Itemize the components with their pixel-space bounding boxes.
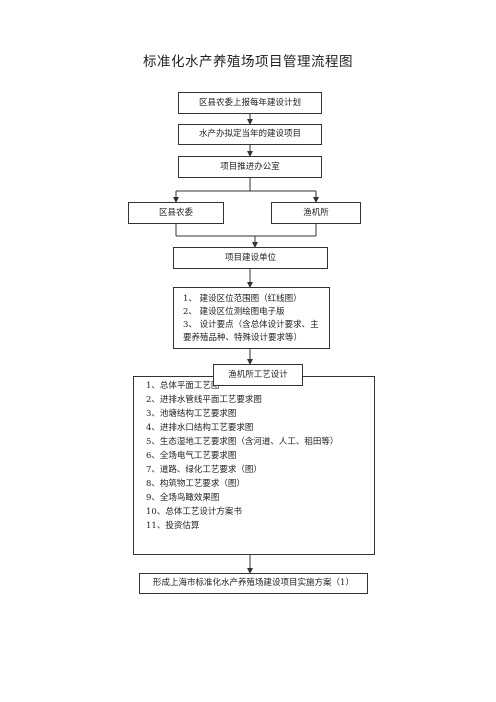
unit-requirements-box: 1、 建设区位范围图（红线图） 2、 建设区位测绘图电子版 3、 设计要点（含总… — [173, 287, 330, 349]
design-item: 3、池塘结构工艺要求图 — [146, 409, 237, 419]
step-report-label: 区县农委上报每年建设计划 — [198, 97, 301, 108]
design-item: 11、投资估算 — [146, 521, 200, 531]
step-county-label: 区县农委 — [158, 207, 193, 218]
design-item: 5、生态湿地工艺要求图（含河道、人工、稻田等） — [146, 437, 339, 447]
design-item: 7、道路、绿化工艺要求（图） — [146, 465, 262, 475]
step-office-box: 项目推进办公室 — [178, 156, 322, 178]
step-fishery-box: 渔机所 — [271, 202, 361, 224]
design-items-box: 1、总体平面工艺图 2、进排水管线平面工艺要求图 3、池塘结构工艺要求图 4、进… — [133, 376, 375, 555]
step-plan-label: 水产办拟定当年的建设项目 — [198, 129, 301, 140]
step-plan-box: 水产办拟定当年的建设项目 — [178, 124, 322, 145]
design-item: 8、构筑物工艺要求（图） — [146, 479, 245, 489]
step-fishery-label: 渔机所 — [303, 207, 329, 218]
unit-requirement-item: 2、 建设区位测绘图电子版 — [183, 307, 285, 317]
design-item: 1、总体平面工艺图 — [146, 381, 220, 391]
design-item: 9、全场鸟瞰效果图 — [146, 493, 220, 503]
unit-requirement-item: 1、 建设区位范围图（红线图） — [183, 294, 302, 304]
unit-requirement-item: 3、 设计要点（含总体设计要求、主 — [183, 320, 319, 330]
step-unit-box: 项目建设单位 — [173, 247, 328, 269]
design-item: 10、总体工艺设计方案书 — [146, 507, 242, 517]
step-office-label: 项目推进办公室 — [220, 161, 280, 172]
step-final-box: 形成上海市标准化水产养殖场建设项目实施方案（1） — [139, 573, 368, 594]
step-unit-label: 项目建设单位 — [224, 252, 276, 263]
design-item: 2、进排水管线平面工艺要求图 — [146, 395, 262, 405]
step-design-label: 渔机所工艺设计 — [228, 369, 288, 380]
step-county-box: 区县农委 — [128, 202, 224, 224]
unit-requirement-item: 要养殖品种、特殊设计要求等） — [183, 333, 303, 343]
step-final-label: 形成上海市标准化水产养殖场建设项目实施方案（1） — [153, 578, 354, 589]
step-report-box: 区县农委上报每年建设计划 — [178, 92, 322, 114]
step-design-box: 渔机所工艺设计 — [213, 364, 303, 386]
design-item: 4、进排水口结构工艺要求图 — [146, 423, 254, 433]
design-item: 6、全场电气工艺要求图 — [146, 451, 237, 461]
page-title: 标准化水产养殖场项目管理流程图 — [143, 54, 353, 70]
